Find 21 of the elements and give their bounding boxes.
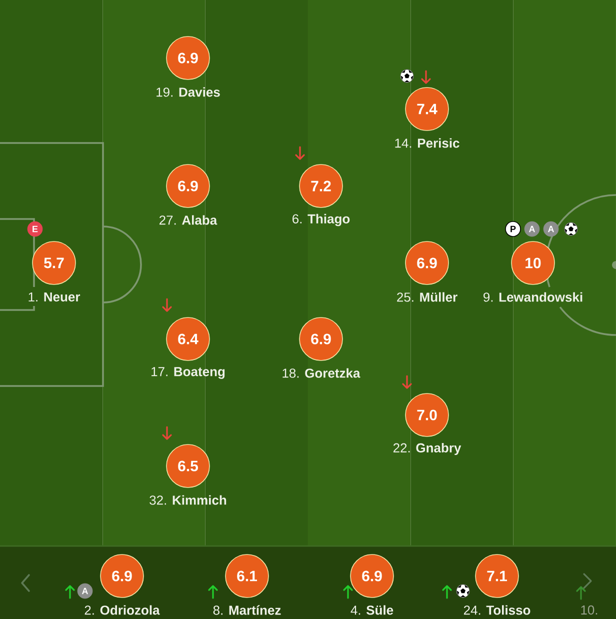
letter-badge: A xyxy=(543,221,559,237)
player-name: 8. Martínez xyxy=(213,605,281,615)
player-number: 10. xyxy=(581,605,598,615)
player-name: 27. Alaba xyxy=(159,215,218,225)
letter-badge: P xyxy=(505,221,521,237)
player-name: 32. Kimmich xyxy=(150,495,226,505)
player-name: 6. Thiago xyxy=(292,214,350,226)
player-name: 9. Lewandowski xyxy=(484,292,582,302)
player-name: 19. Davies xyxy=(156,87,220,97)
player-name: 2. Odriozola xyxy=(84,605,160,615)
player-name: 24. Tolisso xyxy=(464,605,530,615)
player-name: 17. Boateng xyxy=(152,367,225,379)
player-name: 14. Perisic xyxy=(395,138,460,148)
letter-badge: A xyxy=(524,221,540,237)
player-name: 18. Goretzka xyxy=(282,368,360,378)
letter-badge: E xyxy=(27,221,43,237)
player-name: 22. Gnabry xyxy=(393,442,462,456)
player-name: 4. Süle xyxy=(350,605,394,615)
letter-badge: A xyxy=(77,583,93,599)
player-name: 25. Müller xyxy=(397,292,458,302)
player-name: 1. Neuer xyxy=(28,292,80,302)
